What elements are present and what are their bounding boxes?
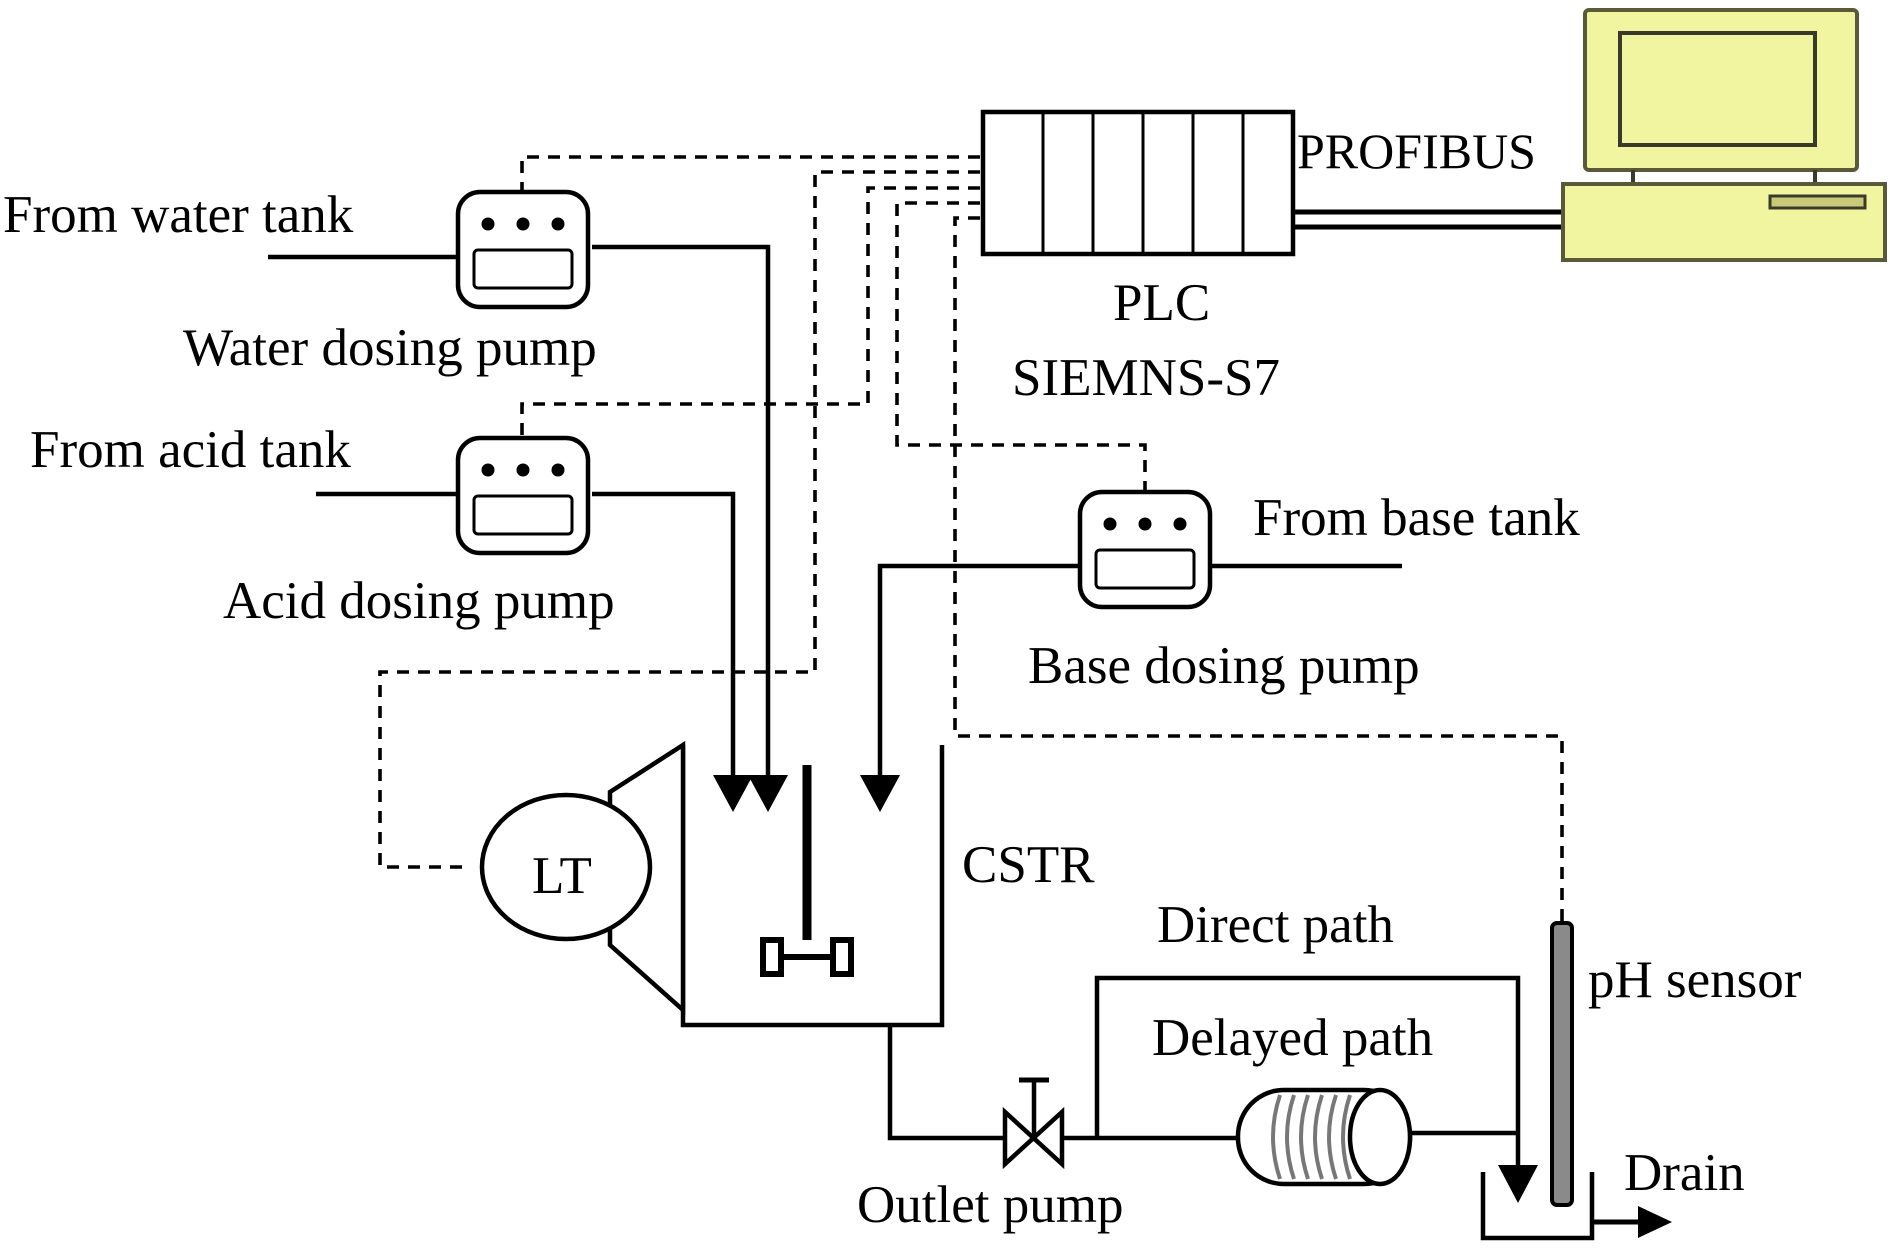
acid-dosing-pump-icon bbox=[458, 438, 588, 553]
label-profibus: PROFIBUS bbox=[1297, 123, 1536, 179]
level-transmitter bbox=[479, 740, 686, 1016]
base-dosing-pump-icon bbox=[1080, 492, 1210, 607]
water-dosing-pump-icon bbox=[458, 192, 588, 307]
plc-rack bbox=[980, 109, 1296, 257]
label-base-dosing-pump: Base dosing pump bbox=[1028, 637, 1420, 695]
computer-icon bbox=[1561, 8, 1887, 262]
delay-coil-icon bbox=[1235, 1087, 1413, 1187]
valve-icon bbox=[1002, 1077, 1065, 1170]
inlet-arrows bbox=[713, 775, 1538, 1203]
ph-probe-icon bbox=[1550, 921, 1574, 1207]
profibus-cable bbox=[1293, 209, 1565, 230]
label-outlet-pump: Outlet pump bbox=[857, 1176, 1123, 1234]
label-acid-dosing-pump: Acid dosing pump bbox=[223, 572, 615, 630]
label-delayed-path: Delayed path bbox=[1152, 1009, 1433, 1067]
label-plc-model: SIEMNS-S7 bbox=[1012, 349, 1280, 407]
label-ph-sensor: pH sensor bbox=[1588, 951, 1802, 1009]
label-from-water-tank: From water tank bbox=[3, 186, 354, 244]
labels: From water tank Water dosing pump From a… bbox=[3, 123, 1802, 1234]
label-plc: PLC bbox=[1113, 274, 1210, 332]
label-drain: Drain bbox=[1624, 1144, 1745, 1202]
label-cstr: CSTR bbox=[962, 836, 1095, 894]
label-from-base-tank: From base tank bbox=[1253, 489, 1580, 547]
label-water-dosing-pump: Water dosing pump bbox=[183, 319, 597, 377]
label-level-transmitter: LT bbox=[532, 847, 592, 905]
label-from-acid-tank: From acid tank bbox=[30, 421, 351, 479]
signal-lines bbox=[378, 155, 1564, 925]
label-direct-path: Direct path bbox=[1157, 896, 1394, 954]
process-pipes bbox=[268, 244, 1521, 1170]
drain-vessel bbox=[1480, 1172, 1672, 1241]
